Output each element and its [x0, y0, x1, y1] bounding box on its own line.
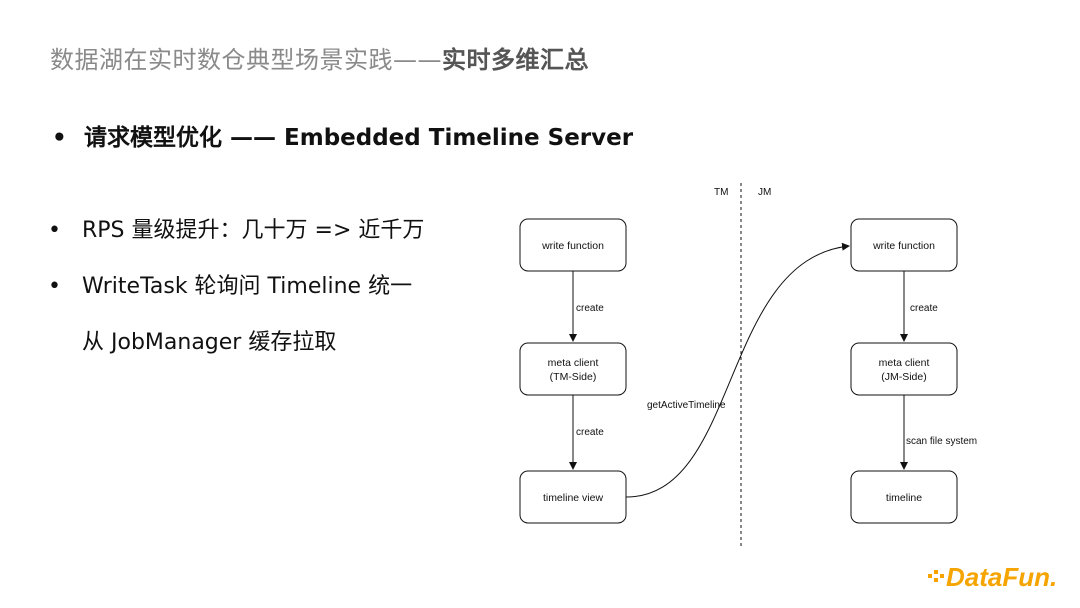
main-bullet: • 请求模型优化 —— Embedded Timeline Server: [52, 118, 633, 152]
bullet-dot: •: [52, 125, 67, 151]
jm-write-function-label: write function: [872, 240, 935, 252]
bullet-text: RPS 量级提升：几十万 => 近千万: [82, 218, 425, 243]
jm-timeline-box: [850, 470, 958, 524]
main-bullet-text: 请求模型优化 —— Embedded Timeline Server: [84, 125, 634, 151]
bullet-continuation: 从 JobManager 缓存拉取: [82, 324, 336, 356]
tm-label: TM: [714, 187, 728, 198]
slide-title: 数据湖在实时数仓典型场景实践——实时多维汇总: [50, 40, 589, 75]
jm-meta-client-box: [850, 342, 958, 396]
jm-edge-scan-label: scan file system: [906, 436, 977, 447]
title-bold: 实时多维汇总: [442, 46, 589, 74]
tm-edge-create-2-label: create: [576, 427, 604, 438]
bullet-dot: •: [48, 218, 61, 243]
datafun-logo: DataFun.: [928, 562, 1057, 592]
jm-meta-client-side: (JM-Side): [881, 371, 927, 383]
jm-meta-client-label: meta client: [879, 357, 930, 369]
jm-timeline-label: timeline: [886, 492, 922, 504]
tm-timeline-view-label: timeline view: [543, 492, 604, 504]
bullet-item: • WriteTask 轮询问 Timeline 统一: [48, 268, 412, 300]
tm-edge-create-1-label: create: [576, 303, 604, 314]
bullet-dot: •: [48, 274, 61, 299]
jm-edge-create-label: create: [910, 303, 938, 314]
bullet-text: 从 JobManager 缓存拉取: [82, 330, 337, 355]
bullet-text: WriteTask 轮询问 Timeline 统一: [82, 274, 413, 299]
title-normal: 数据湖在实时数仓典型场景实践——: [50, 46, 442, 74]
tm-meta-client-label: meta client: [548, 357, 599, 369]
bullet-item: • RPS 量级提升：几十万 => 近千万: [48, 212, 424, 244]
get-active-timeline-edge: [625, 242, 850, 498]
tm-meta-client-side: (TM-Side): [550, 371, 597, 383]
logo-text: DataFun.: [946, 562, 1057, 592]
tm-meta-client-box: [519, 342, 627, 396]
jm-label: JM: [758, 187, 771, 198]
get-active-timeline-label: getActiveTimeline: [647, 400, 726, 411]
logo-mark-icon: [928, 570, 944, 582]
tm-write-function-label: write function: [541, 240, 604, 252]
